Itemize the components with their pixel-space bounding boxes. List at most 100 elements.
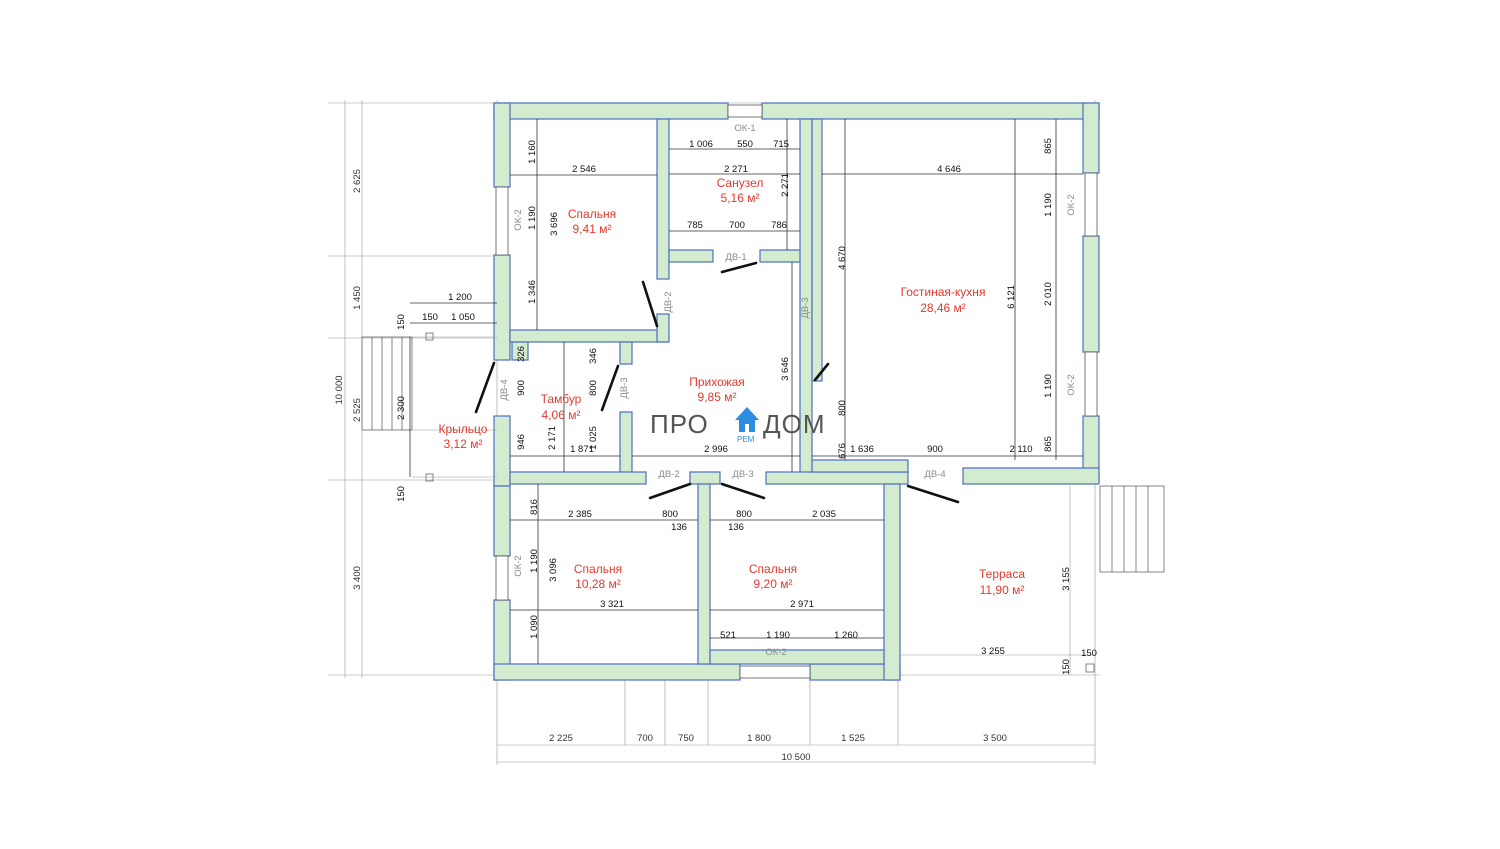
dim-bottom-4: 1 800 (747, 733, 771, 744)
dimension-lines (409, 119, 1083, 664)
vestibule-dimensions: 326 346 900 800 946 2 171 1 025 1 871 (516, 346, 599, 455)
dim-ter-3: 3 255 (981, 646, 1005, 657)
dim-bed3-7: 1 260 (834, 630, 858, 641)
room-vestibule-name: Тамбур (541, 392, 582, 406)
bedroom-3-dimensions: 800 136 2 035 2 971 521 1 190 1 260 (720, 509, 858, 641)
dim-porch-5: 2 300 (396, 396, 407, 420)
tag-dv4-entrance: ДВ-4 (499, 379, 510, 400)
bedroom-1-dimensions: 2 546 1 160 1 190 1 346 3 696 (527, 140, 596, 304)
room-hall-name: Прихожая (689, 375, 745, 389)
dim-bed2-6: 3 096 (548, 558, 559, 582)
porch-dimensions: 1 200 150 1 050 150 2 300 150 (396, 292, 475, 502)
pro-dom-logo: ПРО ДОМ РЕМ (650, 407, 826, 444)
dim-bottom-1: 2 225 (549, 733, 573, 744)
room-terrace-area: 11,90 м² (980, 583, 1025, 597)
hall-dimensions: 2 996 (704, 444, 728, 455)
room-labels: Спальня 9,41 м² Санузел 5,16 м² Гостиная… (439, 176, 1026, 597)
dim-porch-1: 1 200 (448, 292, 472, 303)
dim-vest-7: 1 025 (588, 426, 599, 450)
dim-vest-4: 800 (588, 380, 599, 396)
dim-vest-3: 900 (516, 380, 527, 396)
tag-ok2-bedroom2: ОК-2 (513, 555, 524, 576)
dim-bedroom1-1: 2 546 (572, 164, 596, 175)
dim-bed3-2: 136 (728, 522, 744, 533)
dim-ter-4: 150 (1061, 659, 1072, 675)
logo-right-text: ДОМ (763, 409, 826, 439)
tag-dv1: ДВ-1 (725, 252, 746, 263)
dim-left-3: 2 525 (352, 398, 363, 422)
dim-living-5: 2 010 (1043, 282, 1054, 306)
room-porch-name: Крыльцо (439, 422, 488, 436)
dim-bed2-7: 3 321 (600, 599, 624, 610)
room-living-name: Гостиная-кухня (901, 285, 986, 299)
room-vestibule-area: 4,06 м² (542, 408, 581, 422)
dim-vest-5: 946 (516, 434, 527, 450)
dim-living-13: 800 (837, 400, 848, 416)
walls (493, 102, 1100, 681)
dim-vest-8: 1 871 (570, 444, 594, 455)
dim-bed3-4: 2 971 (790, 599, 814, 610)
tag-ok2-bedroom3: ОК-2 (765, 647, 786, 658)
logo-sub-text: РЕМ (737, 435, 755, 444)
dim-bath-4: 2 271 (724, 164, 748, 175)
dim-left-2: 1 450 (352, 286, 363, 310)
room-bedroom-2-area: 10,28 м² (575, 577, 621, 591)
dim-bed2-1: 816 (529, 499, 540, 515)
room-bedroom-3-name: Спальня (749, 562, 797, 576)
dim-bed2-5: 1 190 (529, 549, 540, 573)
tag-ok2-living-top: ОК-2 (1066, 194, 1077, 215)
dim-living-6: 6 121 (1006, 285, 1017, 309)
dim-bath-2: 550 (737, 139, 753, 150)
dim-bedroom1-2: 1 160 (527, 140, 538, 164)
room-bedroom-3-area: 9,20 м² (754, 577, 793, 591)
dim-bed2-2: 2 385 (568, 509, 592, 520)
room-hall-area: 9,85 м² (698, 390, 737, 404)
dim-bed3-5: 521 (720, 630, 736, 641)
tag-dv3-living: ДВ-3 (800, 297, 811, 318)
dim-bed3-1: 800 (736, 509, 752, 520)
bathroom-dimensions: 1 006 550 715 2 271 2 271 785 700 786 (687, 139, 791, 231)
dim-living-9: 1 636 (850, 444, 874, 455)
dim-bath-7: 700 (729, 220, 745, 231)
dim-living-14: 3 646 (780, 357, 791, 381)
dim-bath-6: 785 (687, 220, 703, 231)
room-bedroom-2-name: Спальня (574, 562, 622, 576)
living-dimensions: 4 646 865 1 190 4 670 2 010 6 121 1 190 … (780, 138, 1054, 459)
doors (474, 261, 960, 504)
dim-left-1: 2 625 (352, 169, 363, 193)
dim-vest-2: 346 (588, 348, 599, 364)
dim-living-12: 676 (837, 443, 848, 459)
dim-hall-1: 2 996 (704, 444, 728, 455)
terrace-dimensions: 3 155 150 3 255 150 (981, 567, 1097, 675)
dim-bedroom1-5: 3 696 (549, 212, 560, 236)
tag-ok1: ОК-1 (734, 123, 755, 134)
dim-living-1: 4 646 (937, 164, 961, 175)
room-porch-area: 3,12 м² (444, 437, 483, 451)
room-bathroom-area: 5,16 м² (721, 191, 760, 205)
dim-ter-2: 150 (1081, 648, 1097, 659)
dim-bottom-5: 1 525 (841, 733, 865, 744)
house-icon (735, 407, 759, 432)
tag-dv2-bedroom1: ДВ-2 (663, 291, 674, 312)
dim-bedroom1-3: 1 190 (527, 206, 538, 230)
room-bathroom-name: Санузел (717, 176, 764, 190)
dim-bath-5: 2 271 (780, 173, 791, 197)
dim-bottom-2: 700 (637, 733, 653, 744)
dim-living-3: 1 190 (1043, 193, 1054, 217)
tag-ok2-bedroom1: ОК-2 (513, 209, 524, 230)
dim-bath-3: 715 (773, 139, 789, 150)
dim-living-2: 865 (1043, 138, 1054, 154)
dim-ter-1: 3 155 (1061, 567, 1072, 591)
dim-left-total: 10 000 (334, 375, 345, 404)
tag-ok2-living-bottom: ОК-2 (1066, 374, 1077, 395)
dim-bed3-3: 2 035 (812, 509, 836, 520)
dim-living-10: 900 (927, 444, 943, 455)
dim-bottom-3: 750 (678, 733, 694, 744)
dim-porch-2: 150 (422, 312, 438, 323)
dim-bath-1: 1 006 (689, 139, 713, 150)
logo-left-text: ПРО (650, 409, 709, 439)
dim-living-4: 4 670 (837, 246, 848, 270)
dim-bottom-6: 3 500 (983, 733, 1007, 744)
dim-bed2-4: 136 (671, 522, 687, 533)
